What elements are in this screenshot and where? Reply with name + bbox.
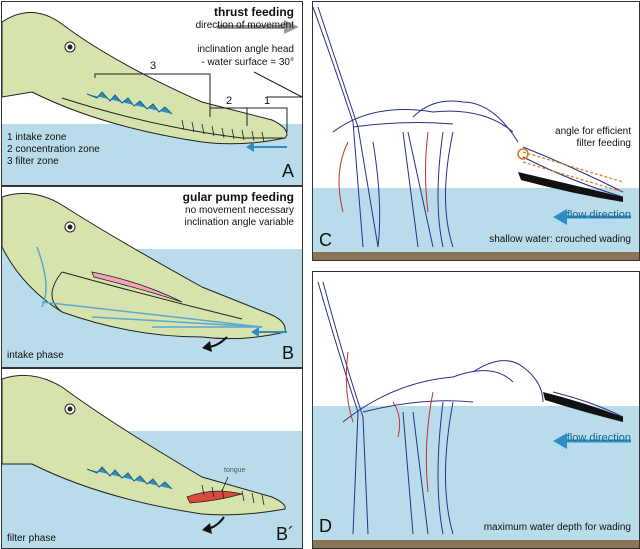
- panel-a-angle-line2: - water surface = 30°: [201, 57, 294, 68]
- maximum-depth-wading-skeleton: [317, 281, 631, 535]
- panel-b-prime-letter: B´: [276, 524, 294, 544]
- panel-b-title: gular pump feeding: [182, 190, 294, 204]
- legend-intake-zone: 1 intake zone: [7, 132, 67, 143]
- panel-a-subtitle: direction of movement: [195, 20, 294, 31]
- panel-b-line2: inclination angle variable: [184, 217, 294, 228]
- zone-1-label: 1: [264, 95, 271, 107]
- panel-c: angle for efficient filter feeding flow …: [312, 1, 640, 261]
- panel-a-angle-line1: inclination angle head: [197, 44, 294, 55]
- panel-b-phase: intake phase: [7, 350, 64, 361]
- panel-b-prime: tongue filter phase B´: [1, 368, 303, 549]
- legend-filter-zone: 3 filter zone: [7, 156, 59, 167]
- panel-c-caption: shallow water: crouched wading: [489, 234, 631, 245]
- panel-d: flow direction maximum water depth for w…: [312, 271, 640, 549]
- shallow-water-wading-skeleton: [313, 6, 631, 248]
- water-surface: [313, 188, 639, 260]
- legend-concentration-zone: 2 concentration zone: [7, 144, 100, 155]
- panel-c-flow-direction: flow direction: [566, 209, 631, 221]
- gular-pump-intake-illustration: [2, 192, 287, 352]
- panel-a-title: thrust feeding: [214, 5, 294, 19]
- panel-d-letter: D: [319, 516, 332, 536]
- panel-c-letter: C: [319, 230, 332, 250]
- zone-2-label: 2: [226, 95, 233, 107]
- panel-b: gular pump feeding no movement necessary…: [1, 186, 303, 368]
- thrust-feeding-head-illustration: [2, 12, 302, 152]
- zone-3-label: 3: [150, 60, 157, 72]
- ground: [313, 252, 639, 260]
- panel-a: thrust feeding direction of movement inc…: [1, 1, 303, 186]
- panel-d-caption: maximum water depth for wading: [483, 522, 631, 533]
- panel-c-angle-line1: angle for efficient: [555, 126, 631, 137]
- panel-b-prime-phase: filter phase: [7, 533, 56, 544]
- panel-c-angle-line2: filter feeding: [576, 138, 631, 149]
- gular-pump-filter-illustration: [2, 374, 286, 534]
- panel-b-line1: no movement necessary: [185, 205, 294, 216]
- panel-d-flow-direction: flow direction: [566, 432, 631, 444]
- panel-b-letter: B: [281, 343, 294, 363]
- panel-a-letter: A: [281, 161, 294, 181]
- tongue-label: tongue: [224, 467, 246, 474]
- ground: [313, 540, 639, 548]
